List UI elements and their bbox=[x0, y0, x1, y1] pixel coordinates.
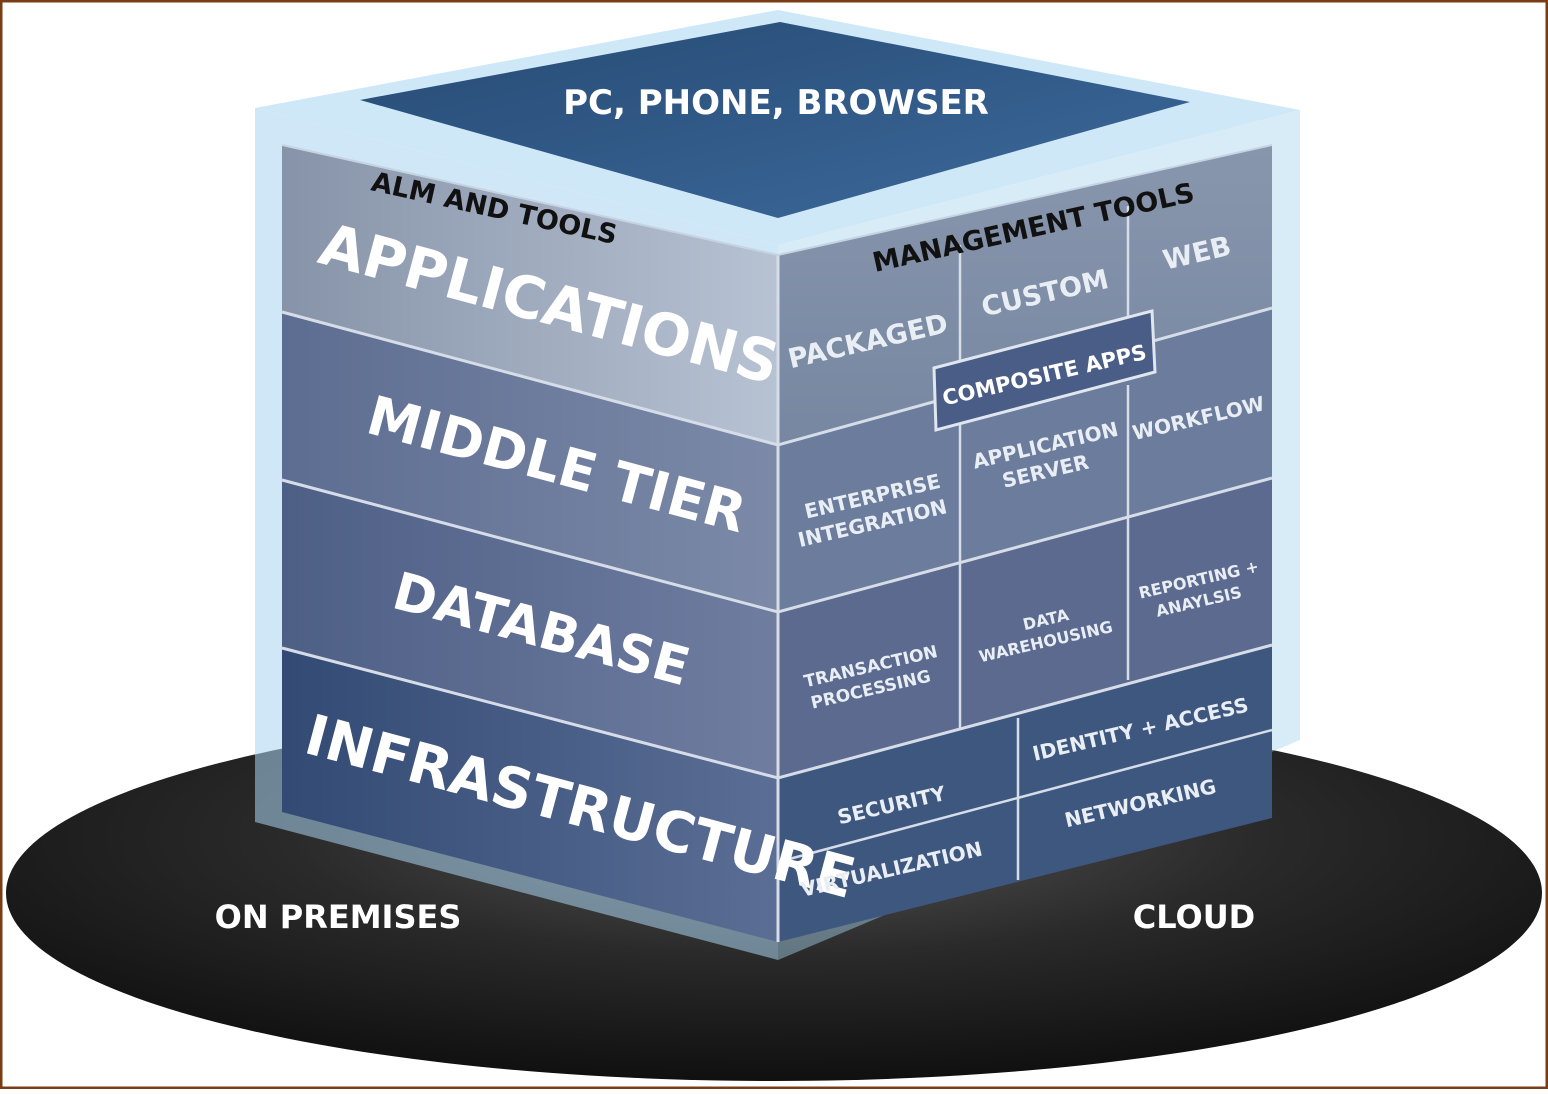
layer-middle-tier bbox=[282, 312, 778, 612]
right-middle-tier bbox=[778, 308, 1272, 612]
layer-infrastructure bbox=[282, 648, 778, 942]
composite-apps-box bbox=[932, 309, 1157, 432]
right-infrastructure bbox=[778, 645, 1272, 942]
layer-database bbox=[282, 480, 778, 778]
cell-dividers bbox=[777, 206, 1273, 880]
top-face bbox=[360, 22, 1190, 218]
cloud-label: CLOUD bbox=[1133, 898, 1255, 936]
edge-band bbox=[281, 144, 1273, 257]
top-face-label: PC, PHONE, BROWSER bbox=[563, 83, 989, 123]
on-premises-label: ON PREMISES bbox=[215, 898, 462, 936]
right-database bbox=[778, 478, 1272, 778]
right-applications bbox=[778, 145, 1272, 445]
layer-applications bbox=[282, 145, 778, 445]
